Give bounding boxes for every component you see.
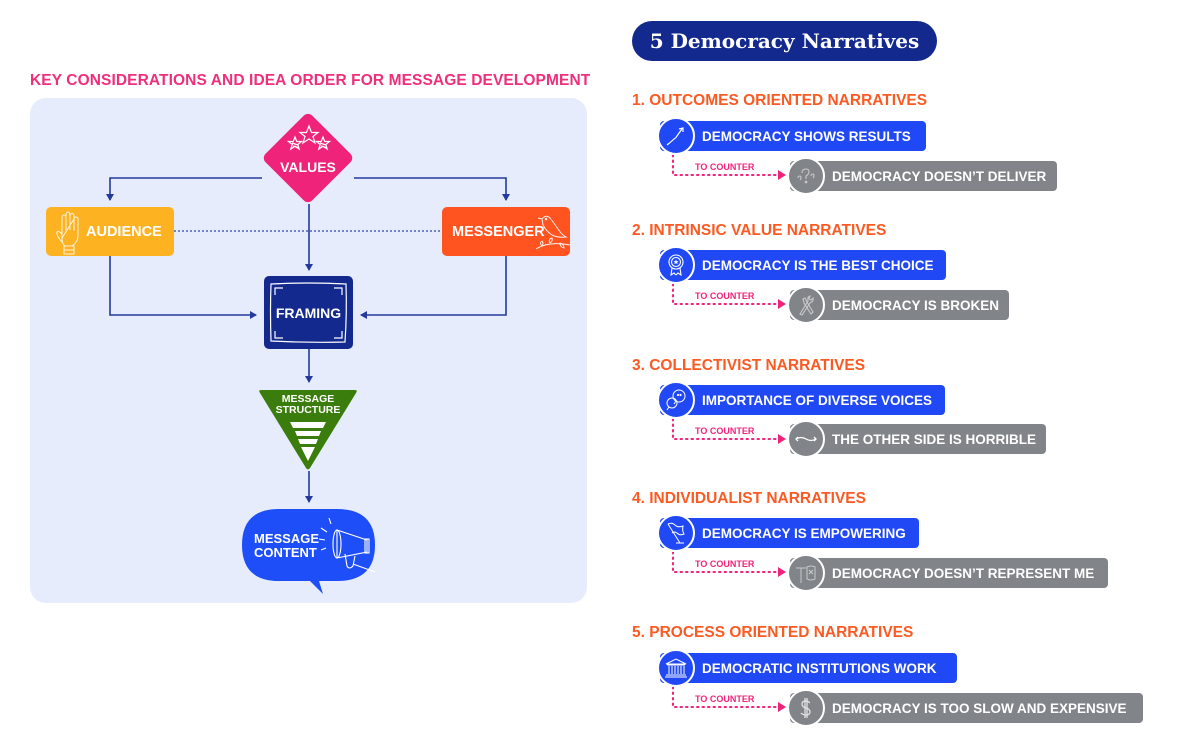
counter-label-text: DEMOCRACY DOESN’T REPRESENT ME — [832, 565, 1095, 581]
counter-connector — [672, 552, 786, 577]
counter-icon-circle — [787, 689, 825, 727]
counter-label-text: DEMOCRACY DOESN’T DELIVER — [832, 168, 1047, 184]
message-content-label: MESSAGE CONTENT — [254, 532, 319, 560]
counter-pill-outcomes: DEMOCRACY DOESN’T DELIVER — [787, 157, 1057, 195]
section-title-individualist: 4. INDIVIDUALIST NARRATIVES — [632, 490, 866, 507]
section-title-collectivist: 3. COLLECTIVIST NARRATIVES — [632, 357, 866, 374]
message-structure-label: MESSAGE STRUCTURE — [257, 394, 359, 416]
narrative-label: DEMOCRACY SHOWS RESULTS — [702, 128, 911, 144]
to-counter-label: TO COUNTER — [695, 426, 755, 436]
to-counter-label: TO COUNTER — [695, 162, 755, 172]
messenger-node: MESSENGER — [442, 207, 570, 256]
counter-connector — [672, 284, 786, 309]
counter-icon-circle — [787, 554, 825, 592]
narrative-pill-outcomes: DEMOCRACY SHOWS RESULTS — [657, 117, 926, 155]
narrative-label: IMPORTANCE OF DIVERSE VOICES — [702, 392, 933, 408]
section-title-intrinsic: 2. INTRINSIC VALUE NARRATIVES — [632, 222, 887, 239]
counter-pill-intrinsic: DEMOCRACY IS BROKEN — [787, 286, 1009, 324]
structure-label-line1: MESSAGE — [281, 393, 335, 405]
wrench-screwdriver-icon — [799, 295, 814, 316]
counter-icon-circle — [787, 157, 825, 195]
speech-bubbles-icon — [666, 389, 686, 411]
to-counter-label: TO COUNTER — [695, 559, 755, 569]
narrative-pill-intrinsic: DEMOCRACY IS THE BEST CHOICE — [657, 246, 946, 284]
counter-connector — [672, 155, 786, 180]
section-title-outcomes: 1. OUTCOMES ORIENTED NARRATIVES — [632, 92, 928, 109]
counter-label-text: DEMOCRACY IS BROKEN — [832, 297, 1000, 313]
counter-connector — [672, 419, 786, 444]
audience-label: AUDIENCE — [86, 223, 162, 240]
audience-node: AUDIENCE — [46, 207, 174, 256]
megaphone-icon — [318, 517, 376, 573]
frame-icon — [269, 282, 347, 343]
message-structure-node: MESSAGE STRUCTURE — [257, 389, 359, 471]
speech-bubble-shape — [242, 509, 376, 594]
content-label-line2: CONTENT — [254, 545, 317, 560]
message-content-node: MESSAGE CONTENT — [241, 508, 377, 596]
narrative-icon-circle — [657, 649, 695, 687]
narrative-label: DEMOCRACY IS EMPOWERING — [702, 525, 906, 541]
narrative-label: DEMOCRATIC INSTITUTIONS WORK — [702, 660, 937, 676]
counter-icon-circle — [787, 420, 825, 458]
narrative-icon-circle — [657, 381, 695, 419]
rising-arrow-icon — [666, 127, 684, 146]
opposing-arrows-icon — [795, 436, 817, 442]
protest-sign-icon — [796, 565, 816, 583]
narrative-pill-collectivist: IMPORTANCE OF DIVERSE VOICES — [657, 381, 945, 419]
values-node: VALUES — [261, 111, 355, 205]
counter-icon-circle — [787, 286, 825, 324]
to-counter-label: TO COUNTER — [695, 291, 755, 301]
narrative-label: DEMOCRACY IS THE BEST CHOICE — [702, 257, 934, 273]
narrative-pill-individualist: DEMOCRACY IS EMPOWERING — [657, 514, 919, 552]
structure-label-line2: STRUCTURE — [275, 404, 341, 416]
counter-label-text: THE OTHER SIDE IS HORRIBLE — [832, 431, 1037, 447]
narratives-title: 5 Democracy Narratives — [632, 21, 937, 61]
flag-icon — [667, 522, 685, 544]
funnel-icon — [290, 422, 326, 461]
section-title-process: 5. PROCESS ORIENTED NARRATIVES — [632, 624, 914, 641]
stars-icon — [286, 124, 332, 151]
values-label: VALUES — [280, 159, 336, 175]
framing-node: FRAMING — [264, 276, 353, 349]
narrative-pill-process: DEMOCRATIC INSTITUTIONS WORK — [657, 649, 957, 687]
framing-label: FRAMING — [275, 304, 342, 321]
counter-pill-individualist: DEMOCRACY DOESN’T REPRESENT ME — [787, 554, 1108, 592]
messenger-label: MESSENGER — [452, 223, 545, 240]
counter-connector — [672, 687, 786, 712]
diagram-title: KEY CONSIDERATIONS AND IDEA ORDER FOR ME… — [30, 72, 591, 89]
to-counter-label: TO COUNTER — [695, 694, 755, 704]
award-ribbon-icon — [668, 254, 684, 277]
raised-hand-icon — [56, 211, 79, 255]
narrative-icon-circle — [657, 117, 695, 155]
counter-pill-collectivist: THE OTHER SIDE IS HORRIBLE — [787, 420, 1046, 458]
institution-building-icon — [665, 658, 687, 678]
narrative-icon-circle — [657, 514, 695, 552]
counter-pill-process: DEMOCRACY IS TOO SLOW AND EXPENSIVE — [787, 689, 1143, 727]
counter-label-text: DEMOCRACY IS TOO SLOW AND EXPENSIVE — [832, 700, 1127, 716]
dollar-sign-icon — [800, 698, 811, 718]
content-label-line1: MESSAGE — [254, 531, 320, 546]
structure-triangle-shape — [259, 390, 357, 470]
question-marks-icon — [797, 168, 815, 184]
bird-icon — [536, 215, 570, 250]
narrative-icon-circle — [657, 246, 695, 284]
